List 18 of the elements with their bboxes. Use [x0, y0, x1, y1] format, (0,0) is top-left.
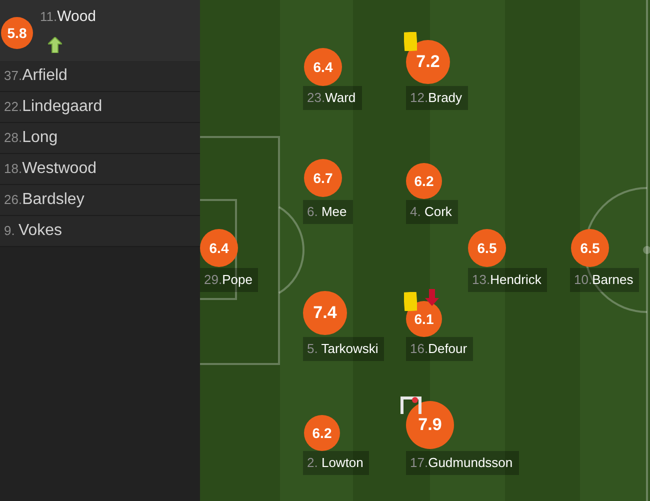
player-name: 23.Ward [303, 86, 362, 110]
player-name: 6. Mee [303, 200, 353, 224]
substitute-name: 28.Long [0, 123, 200, 154]
player-name: 11.Wood [40, 8, 96, 25]
substitute-name: 9. Vokes [0, 216, 200, 247]
player-name: 16.Defour [406, 337, 474, 361]
player-name: 5. Tarkowski [303, 337, 384, 361]
player-name: 4. Cork [406, 200, 458, 224]
substitute-name: 37.Arfield [0, 61, 200, 92]
player-name: 17.Gudmundsson [406, 451, 519, 475]
substitute-name: 22.Lindegaard [0, 92, 200, 123]
substitute-name: 18.Westwood [0, 154, 200, 185]
player-name: 29.Pope [200, 268, 258, 292]
substitute-name: 26.Bardsley [0, 185, 200, 216]
player-name: 2. Lowton [303, 451, 370, 475]
player-name: 12.Brady [406, 86, 468, 110]
player-name: 13.Hendrick [468, 268, 548, 292]
player-name: 10.Barnes [570, 268, 640, 292]
